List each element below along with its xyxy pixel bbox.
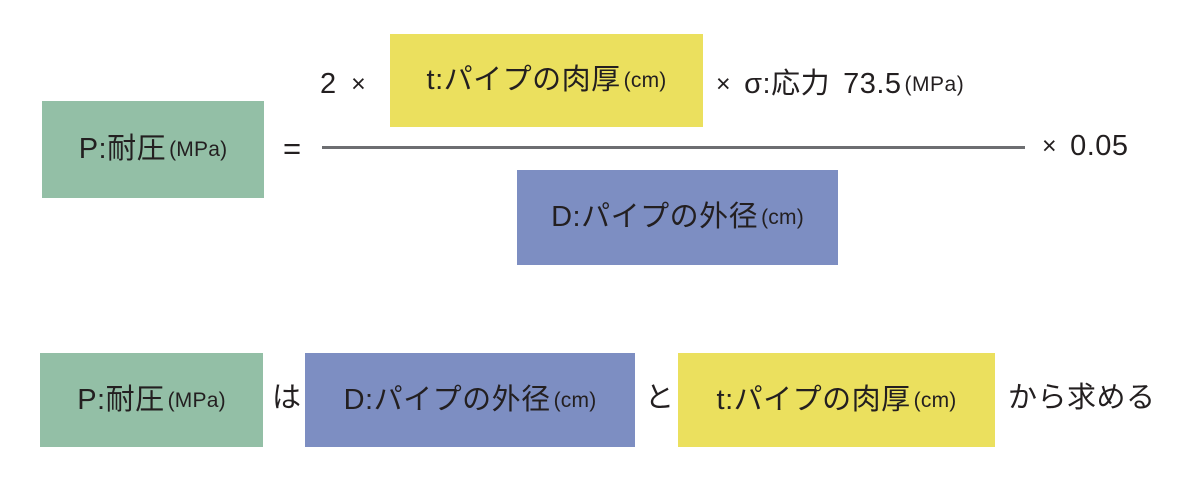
diameter-term-unit: (cm)	[761, 206, 804, 229]
stress-term-value: 73.5	[843, 68, 902, 100]
sentence-pressure-unit: (MPa)	[167, 388, 226, 412]
stress-term: × σ:応力 73.5 (MPa)	[716, 70, 964, 99]
particle-to: と	[645, 382, 675, 414]
coefficient-value: 2	[320, 68, 339, 100]
sentence-thickness-highlight: t:パイプの肉厚 (cm)	[678, 353, 995, 447]
fraction-bar	[322, 146, 1025, 149]
safety-factor-term: × 0.05	[1042, 132, 1129, 161]
diameter-term-highlight: D:パイプの外径 (cm)	[517, 170, 838, 265]
sentence-pressure-highlight: P:耐圧 (MPa)	[40, 353, 263, 447]
pressure-term-highlight: P:耐圧 (MPa)	[42, 101, 264, 198]
stress-term-unit: (MPa)	[904, 73, 965, 96]
stress-term-label: σ:応力	[744, 68, 831, 100]
sentence-thickness-label: t:パイプの肉厚	[716, 383, 911, 416]
pressure-term-label: P:耐圧	[78, 133, 167, 165]
particle-wa: は	[272, 382, 302, 414]
sentence-pressure-label: P:耐圧	[77, 383, 165, 416]
sentence-tail: から求める	[1008, 382, 1156, 414]
multiply-sign-2: ×	[716, 70, 732, 98]
multiply-sign-1: ×	[351, 70, 368, 98]
pressure-term-unit: (MPa)	[169, 138, 228, 161]
multiply-sign-3: ×	[1042, 132, 1058, 160]
sentence-diameter-label: D:パイプの外径	[343, 383, 551, 416]
equals-sign: =	[283, 131, 302, 166]
safety-factor-value: 0.05	[1070, 130, 1129, 162]
thickness-term-label: t:パイプの肉厚	[426, 64, 621, 96]
diameter-term-label: D:パイプの外径	[551, 201, 759, 233]
thickness-term-highlight: t:パイプの肉厚 (cm)	[390, 34, 703, 127]
sentence-diameter-unit: (cm)	[553, 388, 597, 412]
numerator-coefficient: 2 ×	[320, 70, 368, 99]
thickness-term-unit: (cm)	[623, 69, 667, 92]
sentence-thickness-unit: (cm)	[913, 388, 957, 412]
sentence-diameter-highlight: D:パイプの外径 (cm)	[305, 353, 635, 447]
